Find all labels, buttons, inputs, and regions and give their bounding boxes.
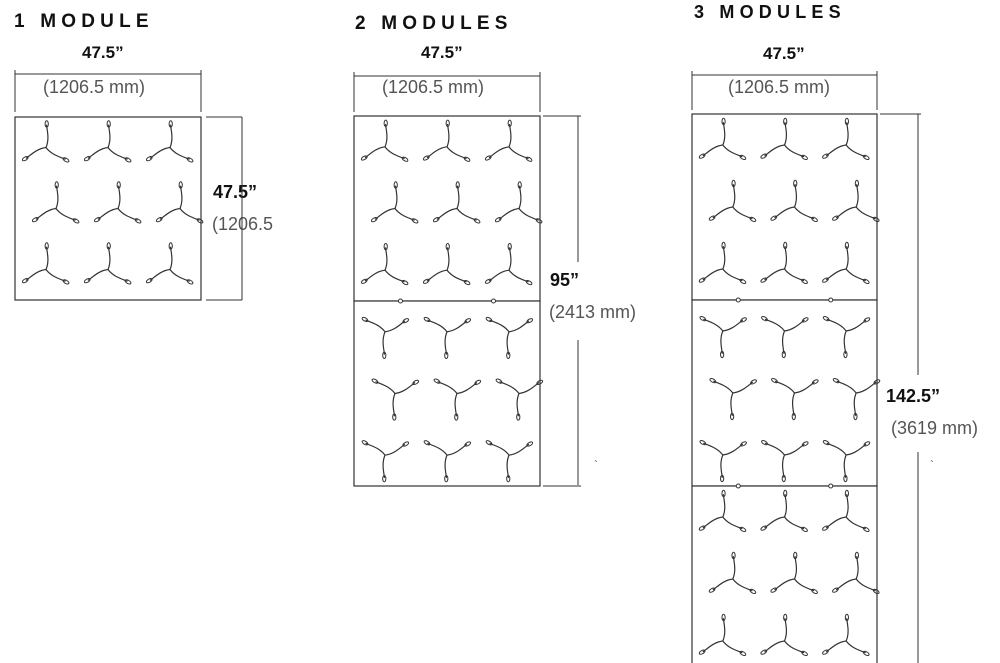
config-1-title: 1 MODULE (14, 11, 154, 32)
pattern-cutout (484, 242, 533, 286)
pattern-cutout (770, 179, 818, 223)
config-2-stray-mark: ` (594, 458, 598, 472)
pattern-cutout (494, 181, 543, 224)
config-3-title: 3 MODULES (694, 2, 846, 22)
config-2-module-2 (353, 298, 544, 487)
pattern-cutout (822, 241, 870, 285)
pattern-cutout (31, 181, 80, 224)
config-1-module-1 (14, 116, 204, 301)
pattern-cutout (822, 117, 870, 161)
pattern-cutout (822, 489, 870, 533)
config-3-module-3 (691, 483, 880, 663)
pattern-cutout (832, 551, 880, 595)
pattern-cutout (145, 120, 194, 163)
panels (14, 113, 881, 663)
pattern-cutout (360, 119, 409, 162)
config-1-height-mm: (1206.5 (212, 214, 274, 234)
pattern-cutout (760, 117, 808, 161)
config-3-stray-mark: ` (930, 458, 934, 472)
pattern-cutout (832, 179, 880, 223)
pattern-cutout (698, 241, 747, 285)
pattern-cutout (698, 613, 747, 657)
config-1-width-mm: (1206.5 mm) (43, 77, 146, 97)
pattern-cutout (83, 120, 132, 163)
config-3-height-inches: 142.5” (886, 386, 941, 406)
config-3-width-mm: (1206.5 mm) (728, 77, 831, 97)
pattern-cutout (760, 489, 808, 533)
config-2-module-1 (353, 115, 543, 302)
pattern-cutout (822, 613, 870, 657)
config-2-width-mm: (1206.5 mm) (382, 77, 485, 97)
config-2-title: 2 MODULES (355, 13, 513, 34)
pattern-cutout (708, 551, 757, 595)
pattern-cutout (698, 117, 747, 161)
config-3-module-2 (691, 297, 881, 487)
config-2-width-inches: 47.5” (421, 43, 463, 62)
pattern-cutout (93, 181, 142, 224)
pattern-cutout (432, 181, 481, 224)
config-3-width-inches: 47.5” (763, 44, 805, 63)
pattern-cutout (822, 439, 871, 483)
config-2-height-mm: (2413 mm) (549, 302, 637, 322)
pattern-cutout (760, 241, 808, 285)
pattern-cutout (699, 315, 747, 359)
pattern-cutout (760, 613, 808, 657)
pattern-cutout (371, 378, 420, 421)
config-3-height-mm: (3619 mm) (891, 418, 979, 438)
config-2-height-inches: 95” (550, 270, 580, 290)
dimension-lines (14, 70, 921, 663)
pattern-cutout (495, 378, 544, 421)
pattern-cutout (21, 242, 70, 285)
pattern-cutout (422, 119, 471, 162)
pattern-cutout (360, 242, 409, 286)
pattern-cutout (145, 242, 194, 285)
pattern-cutout (21, 120, 70, 163)
config-1-width-inches: 47.5” (82, 43, 124, 62)
pattern-cutout (370, 181, 419, 224)
pattern-cutout (423, 440, 472, 483)
pattern-cutout (761, 315, 809, 359)
config-3-module-1 (691, 113, 880, 301)
config-1-height-inches: 47.5” (213, 182, 258, 202)
pattern-cutout (485, 316, 534, 360)
pattern-cutout (433, 378, 482, 421)
pattern-cutout (361, 316, 410, 360)
pattern-cutout (485, 440, 534, 483)
pattern-cutout (770, 551, 818, 595)
pattern-cutout (698, 489, 747, 533)
pattern-cutout (83, 242, 132, 285)
pattern-cutout (832, 377, 881, 421)
pattern-cutout (484, 119, 533, 162)
pattern-cutout (422, 242, 471, 286)
pattern-cutout (423, 316, 472, 360)
pattern-cutout (708, 179, 757, 223)
pattern-cutout (361, 440, 410, 483)
pattern-cutout (709, 377, 757, 421)
pattern-cutout (699, 439, 747, 483)
pattern-cutout (761, 439, 809, 483)
pattern-cutout (771, 377, 819, 421)
pattern-cutout (155, 181, 204, 224)
pattern-cutout (822, 315, 871, 359)
